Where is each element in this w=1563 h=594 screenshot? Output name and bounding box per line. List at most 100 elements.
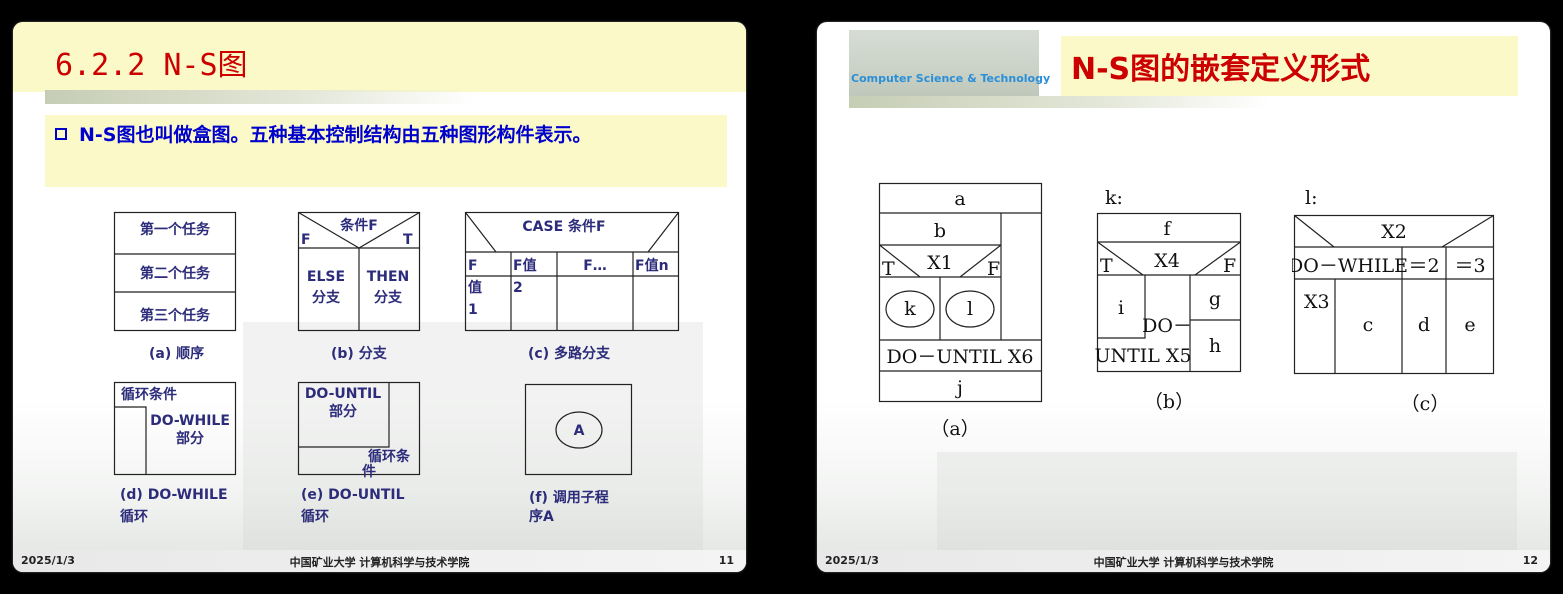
slide-12[interactable]: Computer Science & Technology N-S图的嵌套定义形…	[817, 22, 1550, 572]
call-subprogram-label: A	[574, 423, 585, 439]
slide-11[interactable]: 6.2.2 N-S图 N-S图也叫做盒图。五种基本控制结构由五种图形构件表示。 …	[13, 22, 746, 572]
caption-c: (c) 多路分支	[528, 346, 610, 362]
square-bullet-icon	[55, 128, 67, 140]
footer-date: 2025/1/3	[21, 554, 75, 567]
node-b: b	[934, 220, 946, 242]
node-h: h	[1209, 335, 1221, 357]
nested-diagram-a: a b T X1 F k l DO－UNTIL X6 j	[878, 182, 1043, 403]
caption-b: （b）	[1144, 391, 1194, 413]
do-until-x6: DO－UNTIL X6	[887, 346, 1034, 368]
title-stripe	[849, 96, 1269, 108]
then-label: THEN	[367, 269, 410, 285]
node-f: f	[1163, 218, 1172, 240]
caption-b-text: （b）	[1144, 391, 1194, 413]
condition-x2: X2	[1381, 221, 1407, 243]
caption-e-1: (e) DO-UNTIL	[301, 487, 405, 503]
footer-institution: 中国矿业大学 计算机科学与技术学院	[1093, 556, 1274, 569]
title-bar	[1061, 36, 1518, 96]
caption-f-1: (f) 调用子程	[529, 490, 609, 506]
slide-title: N-S图的嵌套定义形式	[1071, 52, 1371, 87]
branch-diagram: 条件F F T ELSE 分支 THEN 分支	[297, 211, 421, 332]
caption-a: （a）	[930, 418, 979, 440]
case-col2-fvalue: F值	[513, 257, 537, 274]
caption-d-2: 循环	[120, 509, 148, 525]
label-l-text: l:	[1305, 187, 1317, 209]
case-header: CASE 条件F	[522, 218, 605, 235]
slide-title: 6.2.2 N-S图	[55, 48, 248, 83]
background-building-image	[243, 322, 703, 552]
call-k: k	[904, 298, 916, 320]
node-j: j	[955, 377, 963, 399]
label-k: k:	[1105, 187, 1123, 209]
do-until-part: 部分	[329, 403, 357, 420]
bullet-box: N-S图也叫做盒图。五种基本控制结构由五种图形构件表示。	[45, 115, 727, 187]
nested-diagram-b: f T X4 F i DO－ UNTIL X5 g h	[1095, 212, 1242, 373]
do-until-diagram: DO-UNTIL 部分 循环条 件	[297, 381, 421, 478]
case-col1-num: 1	[468, 302, 478, 318]
node-d: d	[1418, 314, 1430, 336]
caption-b: (b) 分支	[331, 346, 387, 362]
until-x5: UNTIL X5	[1095, 345, 1192, 367]
condition-x4: X4	[1154, 250, 1180, 272]
footer-institution: 中国矿业大学 计算机科学与技术学院	[289, 556, 470, 569]
title-stripe	[45, 90, 475, 104]
else-branch-label: 分支	[312, 289, 341, 306]
bullet-text: N-S图也叫做盒图。五种基本控制结构由五种图形构件表示。	[79, 124, 592, 146]
label-l: l:	[1305, 187, 1317, 209]
branch-condition: 条件F	[339, 217, 378, 234]
caption-c-text: （c）	[1401, 393, 1450, 415]
footer-page-number: 12	[1522, 554, 1538, 567]
node-e: e	[1464, 314, 1475, 336]
case-diagram: CASE 条件F F 值 1 F值 2 F… F值n	[464, 211, 680, 332]
label-true: T	[1100, 255, 1113, 277]
logo-text: Computer Science & Technology	[851, 72, 1051, 85]
label-false: F	[987, 258, 1000, 280]
slide-footer: 2025/1/3 中国矿业大学 计算机科学与技术学院 11	[13, 550, 746, 572]
do-while-label: DO-WHILE	[150, 413, 230, 429]
do-while-condition: 循环条件	[121, 386, 177, 403]
case-col3: F…	[583, 258, 607, 274]
caption-d-1: (d) DO-WHILE	[120, 487, 228, 503]
do-until-condition-1: 循环条	[368, 448, 411, 465]
caption-a-text: （a）	[930, 418, 979, 440]
seq-task-2: 第二个任务	[140, 265, 211, 282]
slide-footer: 2025/1/3 中国矿业大学 计算机科学与技术学院 12	[817, 550, 1550, 572]
sequence-diagram: 第一个任务 第二个任务 第三个任务	[113, 211, 237, 332]
case-col1-f: F	[468, 258, 478, 274]
do-until-label: DO-UNTIL	[305, 386, 381, 402]
background-fade	[817, 400, 1550, 550]
nested-diagram-c: X2 DO－WHILE ＝2 ＝3 X3 c d e	[1292, 214, 1495, 375]
caption-a: (a) 顺序	[149, 346, 205, 362]
case-col4: F值n	[635, 257, 669, 274]
eq3-label: ＝3	[1454, 255, 1485, 277]
do-while-label: DO－WHILE	[1292, 255, 1408, 277]
then-branch-label: 分支	[374, 289, 403, 306]
do-while-part: 部分	[176, 430, 204, 447]
call-l: l	[967, 298, 973, 320]
do-until-condition-2: 件	[362, 463, 376, 478]
branch-true-label: T	[403, 232, 413, 248]
footer-page-number: 11	[718, 554, 734, 567]
node-c: c	[1363, 314, 1374, 336]
case-col1-value: 值	[468, 279, 482, 296]
campus-building-image	[849, 30, 1039, 106]
case-col2-num: 2	[513, 280, 523, 296]
else-label: ELSE	[307, 269, 345, 285]
seq-task-1: 第一个任务	[140, 221, 211, 238]
node-g: g	[1209, 288, 1221, 310]
node-a: a	[954, 188, 965, 210]
title-bar	[13, 22, 746, 92]
background-building-image	[937, 452, 1517, 552]
condition-x1: X1	[927, 252, 953, 274]
label-true: T	[882, 258, 895, 280]
node-i: i	[1118, 297, 1124, 319]
label-k-text: k:	[1105, 187, 1123, 209]
do-while-diagram: 循环条件 DO-WHILE 部分	[113, 381, 237, 476]
call-diagram: A	[524, 383, 633, 476]
seq-task-3: 第三个任务	[140, 307, 211, 324]
footer-date: 2025/1/3	[825, 554, 879, 567]
caption-f-2: 序A	[529, 509, 554, 525]
do-label: DO－	[1142, 315, 1192, 337]
x3-label: X3	[1304, 291, 1330, 313]
caption-c: （c）	[1401, 393, 1450, 415]
